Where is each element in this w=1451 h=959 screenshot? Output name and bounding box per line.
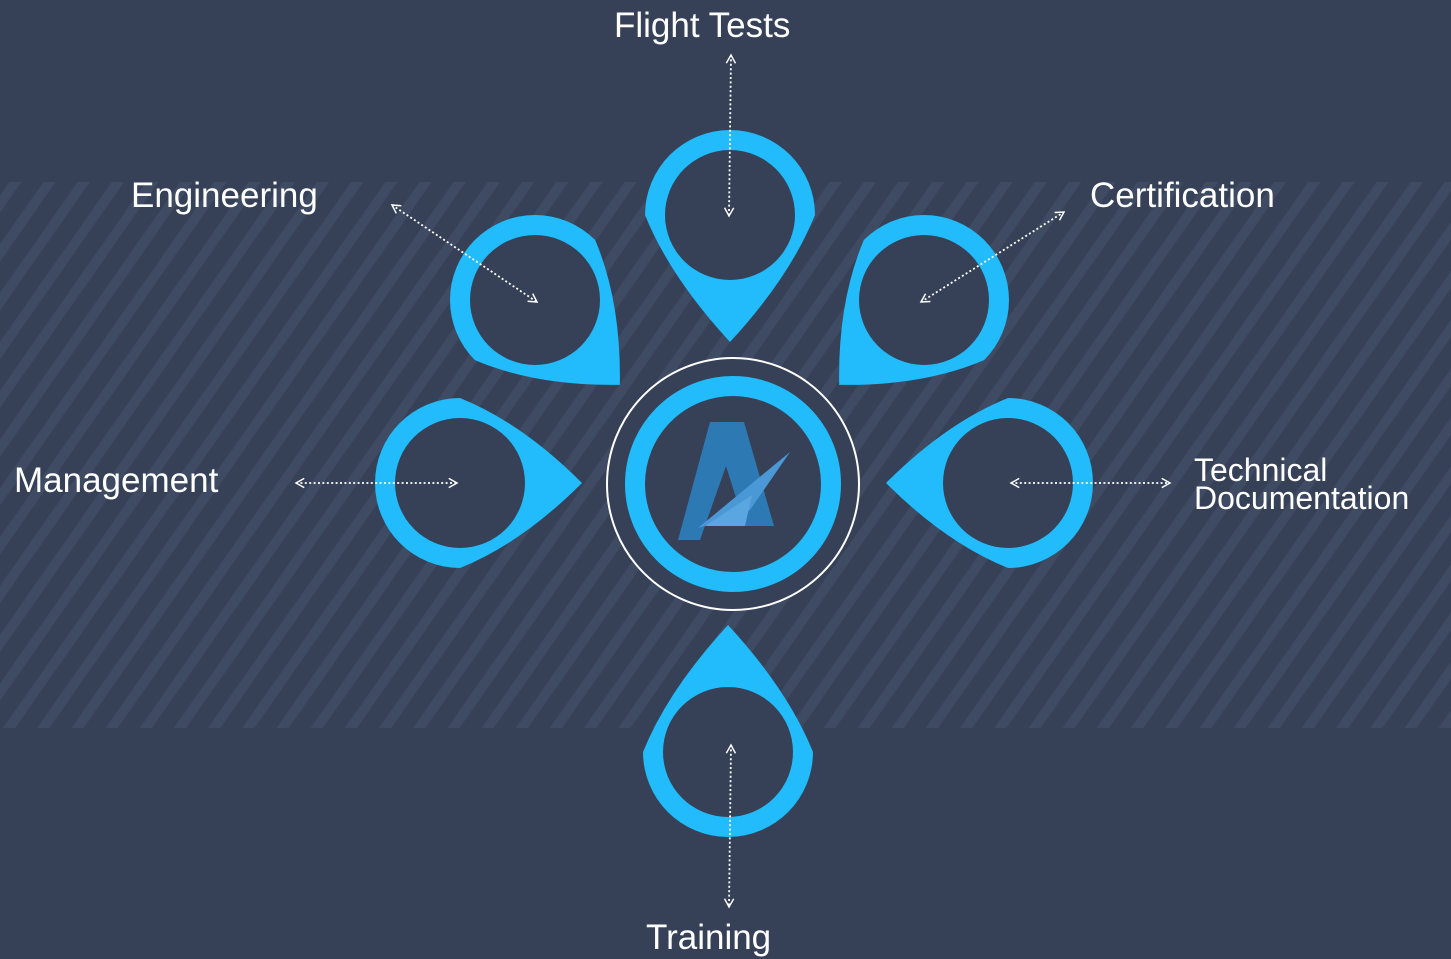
arrow-certification: [919, 211, 1066, 303]
pin-flight-tests-icon: [645, 130, 815, 342]
pin-technical-documentation-icon: [886, 398, 1093, 568]
hub-blue-ring: [625, 376, 841, 592]
logo-a-icon: [678, 422, 790, 540]
label-technical-line1: Technical: [1194, 452, 1328, 488]
arrow-training: [723, 743, 737, 909]
pin-management-icon: [375, 398, 582, 568]
arrow-engineering: [390, 204, 539, 303]
label-engineering: Engineering: [131, 176, 318, 215]
arrow-flight-tests: [723, 53, 737, 218]
label-management: Management: [14, 461, 219, 500]
label-certification: Certification: [1090, 176, 1275, 215]
pin-training-icon: [643, 625, 813, 837]
label-training: Training: [646, 918, 772, 957]
label-flight-tests: Flight Tests: [614, 6, 791, 45]
label-technical-documentation: Technical Documentation: [1194, 452, 1410, 516]
label-technical-line2: Documentation: [1194, 480, 1410, 516]
center-hub: [606, 357, 860, 611]
